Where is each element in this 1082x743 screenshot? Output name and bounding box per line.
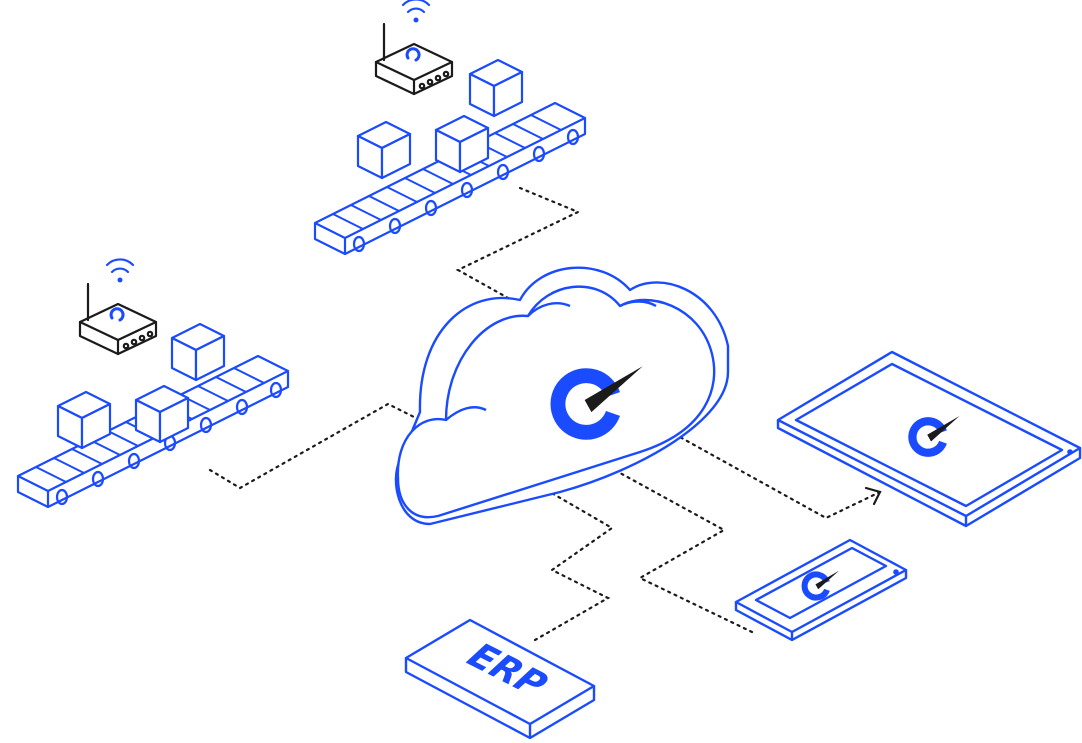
connection-lines — [208, 186, 882, 642]
link-tablet-cloud — [658, 424, 882, 520]
erp-box — [404, 618, 596, 740]
cloud-inner-line — [445, 300, 657, 421]
conveyor-left — [16, 257, 290, 509]
box-icon — [170, 322, 226, 382]
link-left-conveyor-cloud — [208, 402, 422, 490]
box-icon — [356, 120, 412, 180]
phone — [734, 538, 908, 642]
link-phone-cloud — [598, 460, 754, 634]
link-top-conveyor-cloud — [455, 186, 581, 300]
link-erp-cloud — [533, 490, 615, 642]
tablet — [776, 350, 1082, 528]
box-icon — [468, 58, 524, 118]
box-icon — [134, 384, 190, 444]
router-icon — [78, 257, 158, 356]
router-icon — [374, 0, 454, 96]
conveyor-top — [313, 0, 587, 256]
